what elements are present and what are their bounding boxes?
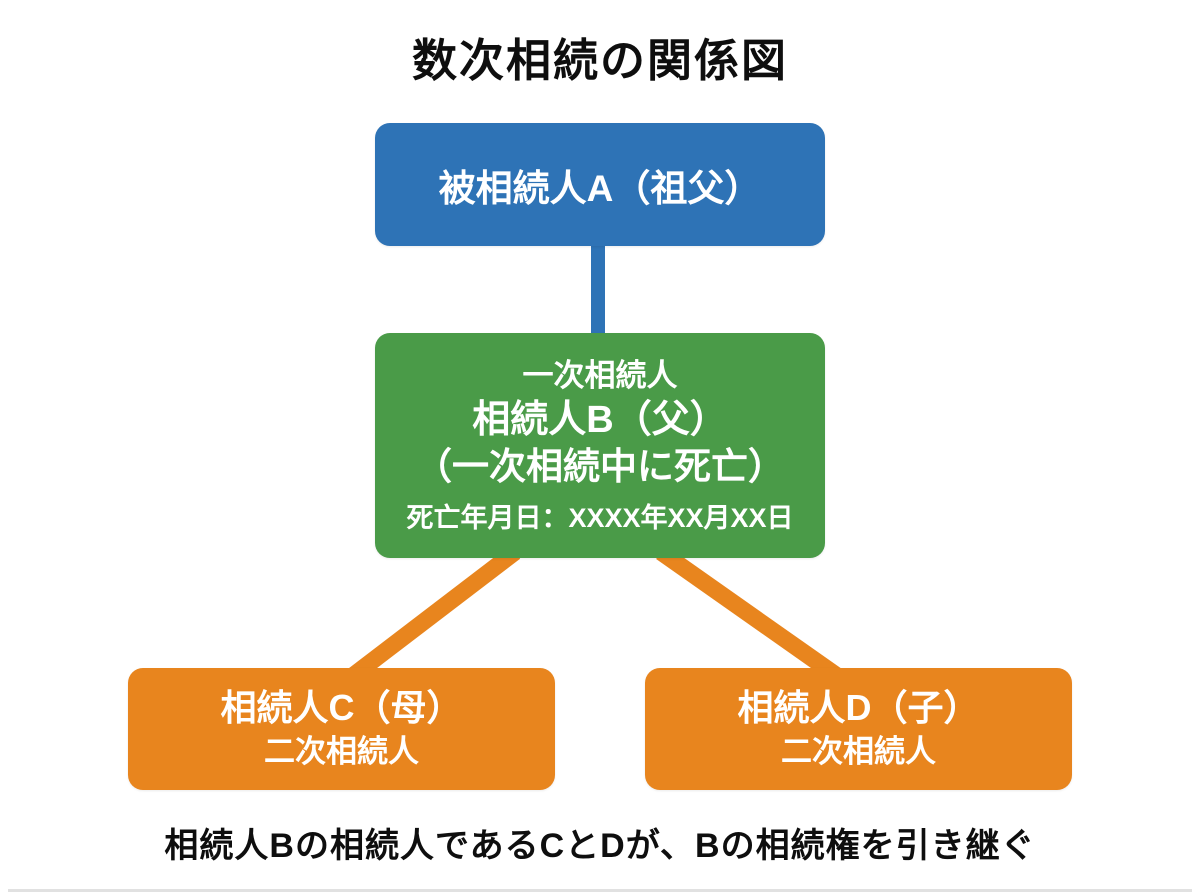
node-heir-c-label: 相続人C（母） <box>220 687 463 729</box>
node-heir-b-role: 一次相続人 <box>522 358 678 394</box>
node-heir-b-label: 相続人B（父） <box>472 398 728 441</box>
bottom-crop-artifact <box>8 889 1192 892</box>
node-heir-b-status: （一次相続中に死亡） <box>415 446 785 488</box>
diagram-caption: 相続人Bの相続人であるCとDが、Bの相続権を引き継ぐ <box>164 827 1036 865</box>
node-heir-d-role: 二次相続人 <box>781 734 936 770</box>
node-heir-d-label: 相続人D（子） <box>737 687 980 729</box>
connector-b-to-d <box>656 545 845 685</box>
node-heir-b-death-date: 死亡年月日：XXXX年XX月XX日 <box>406 503 794 534</box>
node-decedent-a-label: 被相続人A（祖父） <box>438 167 762 209</box>
node-heir-b: 一次相続人 相続人B（父） （一次相続中に死亡） 死亡年月日：XXXX年XX月X… <box>375 333 825 558</box>
node-heir-d: 相続人D（子） 二次相続人 <box>645 668 1072 790</box>
node-decedent-a: 被相続人A（祖父） <box>375 123 825 246</box>
node-heir-c-role: 二次相続人 <box>264 734 419 770</box>
connector-b-to-c <box>344 545 521 685</box>
page-title: 数次相続の関係図 <box>411 35 788 86</box>
node-heir-c: 相続人C（母） 二次相続人 <box>128 668 555 790</box>
